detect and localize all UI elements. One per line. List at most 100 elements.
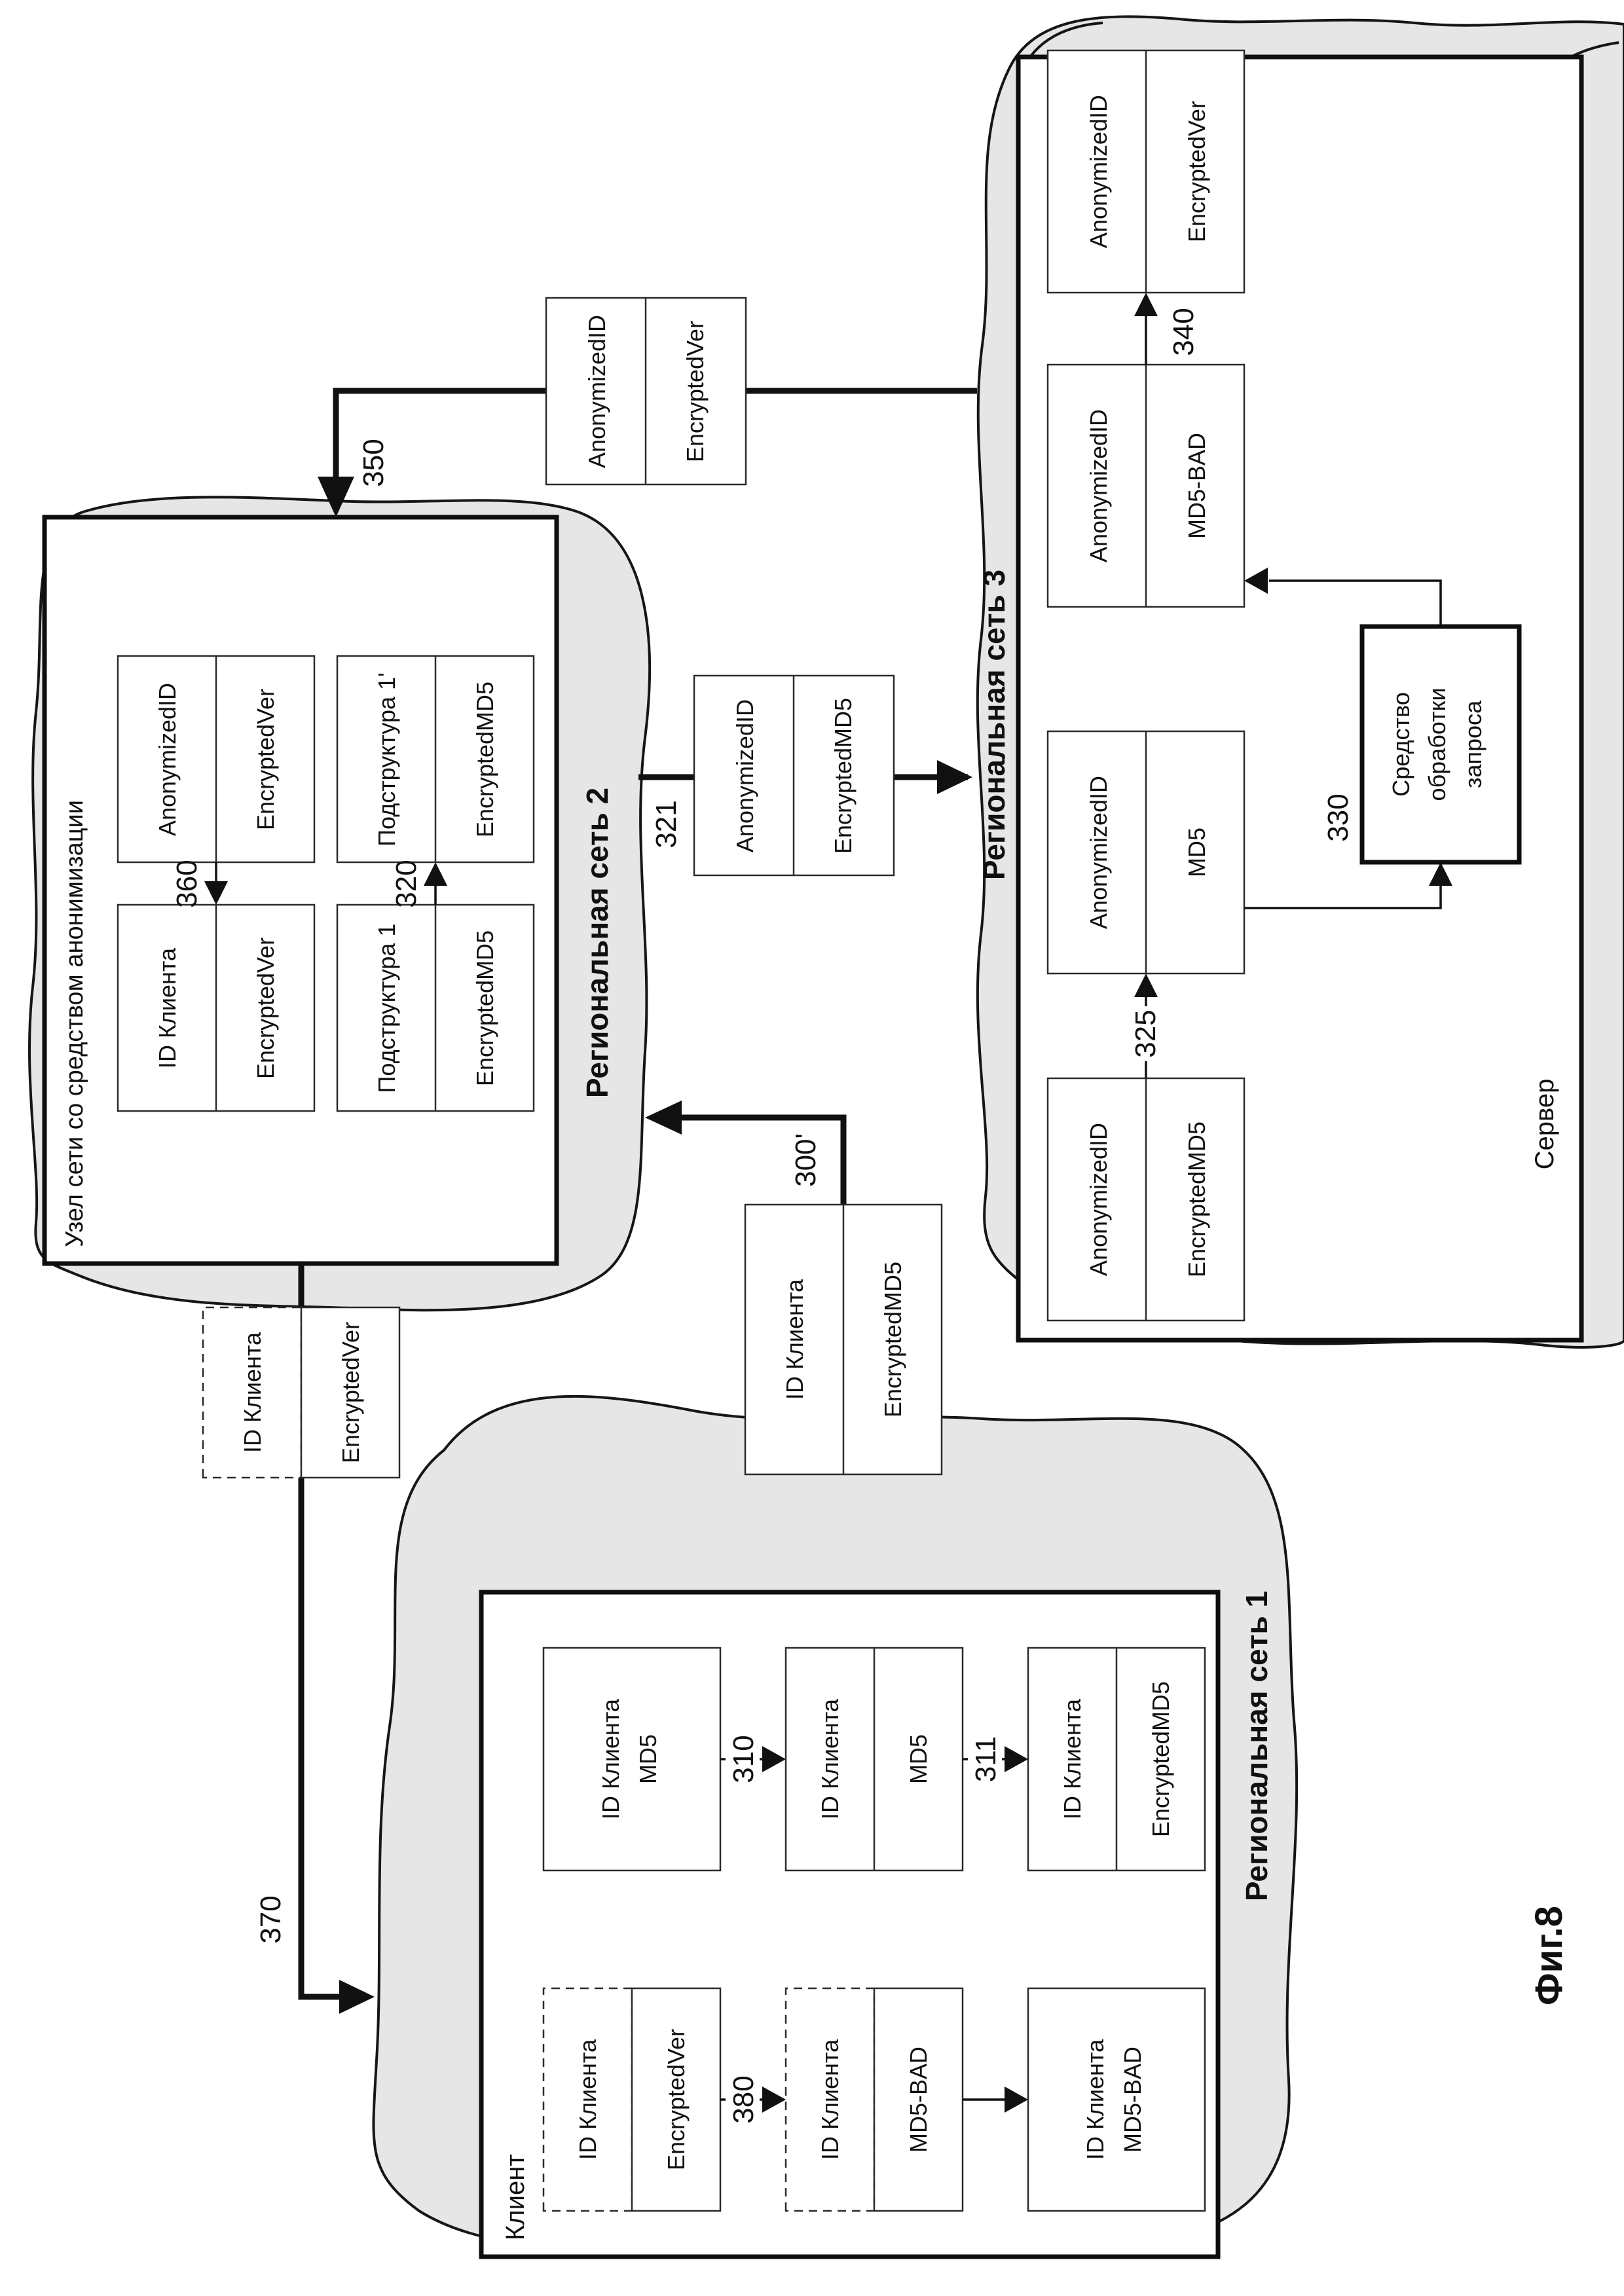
cell-label: MD5: [905, 1734, 932, 1784]
server-box-anon-md5bad: AnonymizedID MD5-BAD: [1046, 363, 1246, 608]
transfer-box-321: AnonymizedID EncryptedMD5: [693, 674, 895, 877]
cell-label: ID Клиента: [817, 2039, 843, 2160]
route-300p-arrowhead: [645, 1101, 682, 1135]
processor-out-line: [1269, 579, 1442, 627]
cell-label: ID Клиента: [597, 1698, 624, 1819]
route-321-arrowhead: [937, 760, 972, 794]
cell-label: ID Клиента: [154, 947, 181, 1068]
server-box-anon-encver: AnonymizedID EncryptedVer: [1046, 49, 1246, 294]
arrow-320-head: [424, 862, 447, 886]
node-box-sub1: Подструктура 1 EncryptedMD5: [336, 903, 535, 1112]
processor-out-head: [1244, 568, 1268, 594]
client-box-id-md5: ID Клиента MD5: [784, 1647, 964, 1872]
arrow-380-label: 380: [728, 2075, 760, 2123]
cell-label: Подструктура 1: [373, 924, 400, 1093]
cell-label: EncryptedMD5: [471, 682, 498, 837]
route-350-arrowhead: [318, 477, 354, 517]
node-title: Узел сети со средством анонимизации: [61, 800, 88, 1247]
cell-label: EncryptedMD5: [471, 930, 498, 1086]
node-box-anon-ver: AnonymizedID EncryptedVer: [117, 655, 316, 864]
cell-label: ID Клиента: [239, 1332, 266, 1453]
arrow-380-head: [762, 2086, 786, 2113]
processor-label: запроса: [1460, 700, 1486, 788]
cell-label: ID Клиента: [1082, 2039, 1109, 2160]
cell-label: MD5-BAD: [1119, 2047, 1146, 2153]
client-box-id-md5-combined: ID Клиента MD5: [542, 1647, 722, 1872]
cell-label: EncryptedVer: [252, 938, 279, 1079]
client-plain-arrow-head: [1005, 2086, 1028, 2113]
transfer-box-370: ID Клиента EncryptedVer: [202, 1306, 401, 1479]
arrow-380-chip: [726, 2071, 760, 2128]
route-300p-line: [652, 1114, 847, 1205]
cell-label: AnonymizedID: [1085, 409, 1112, 562]
anonymization-node-box: [42, 515, 559, 1266]
arrow-311-chip: [968, 1730, 1002, 1788]
cell-label: MD5: [1183, 828, 1210, 877]
client-box-id-md5bad: ID Клиента MD5-BAD: [784, 1987, 964, 2212]
label-300p: 300': [790, 1133, 822, 1187]
transfer-box-300p: ID Клиента EncryptedMD5: [744, 1203, 943, 1476]
client-title: Клиент: [501, 2154, 530, 2240]
client-box-id-encmd5: ID Клиента EncryptedMD5: [1027, 1647, 1206, 1872]
server-box-anon-encmd5: AnonymizedID EncryptedMD5: [1046, 1077, 1246, 1322]
route-350-line: [333, 388, 977, 483]
arrow-325-head: [1134, 974, 1158, 997]
network1-label: Региональная сеть 1: [1240, 1591, 1274, 1901]
arrow-311-label: 311: [970, 1736, 1002, 1782]
cell-label: EncryptedVer: [1183, 101, 1210, 242]
cell-label: MD5-BAD: [1183, 433, 1210, 539]
cell-label: AnonymizedID: [154, 683, 181, 836]
network3-label: Региональная сеть 3: [977, 570, 1011, 880]
cell-label: EncryptedVer: [337, 1322, 364, 1463]
arrow-310-head: [762, 1746, 786, 1772]
arrow-325-label: 325: [1130, 1010, 1162, 1057]
label-321: 321: [650, 800, 682, 848]
cell-label: ID Клиента: [574, 2039, 601, 2160]
cell-label: AnonymizedID: [1085, 1123, 1112, 1276]
cell-label: EncryptedMD5: [830, 698, 857, 854]
cell-label: EncryptedVer: [663, 2029, 690, 2170]
cell-label: ID Клиента: [781, 1279, 808, 1400]
cell-label: EncryptedMD5: [879, 1262, 906, 1417]
client-box-id-md5bad-combined: ID Клиента MD5-BAD: [1027, 1987, 1206, 2212]
cell-label: EncryptedVer: [252, 689, 279, 830]
node-box-client-ver: ID Клиента EncryptedVer: [117, 903, 316, 1112]
processor-label: обработки: [1424, 688, 1450, 801]
cell-label: ID Клиента: [817, 1698, 843, 1819]
arrow-311-head: [1005, 1746, 1028, 1772]
cell-label: AnonymizedID: [731, 699, 758, 852]
arrow-310-label: 310: [728, 1735, 760, 1783]
request-processor-box: Средство обработки запроса: [1359, 624, 1522, 865]
server-title: Сервер: [1530, 1079, 1559, 1170]
arrow-340-label: 340: [1168, 308, 1200, 355]
processor-in-head: [1429, 862, 1452, 886]
cell-label: AnonymizedID: [1085, 776, 1112, 929]
cell-label: Подструктура 1': [373, 672, 400, 847]
transfer-box-350: AnonymizedID EncryptedVer: [545, 297, 747, 486]
node-box-sub1-prime: Подструктура 1' EncryptedMD5: [336, 655, 535, 864]
route-370-arrowhead: [339, 1980, 375, 2014]
cell-label: ID Клиента: [1059, 1698, 1086, 1819]
processor-in-line: [1244, 886, 1442, 909]
label-350: 350: [358, 439, 390, 486]
cell-label: EncryptedMD5: [1147, 1681, 1174, 1837]
server-box-anon-md5: AnonymizedID MD5: [1046, 730, 1246, 975]
cell-label: EncryptedMD5: [1183, 1121, 1210, 1277]
cell-label: MD5-BAD: [905, 2047, 932, 2153]
processor-label: Средство: [1388, 692, 1414, 797]
figure-caption: Фиг.8: [1528, 1906, 1570, 2005]
cell-label: EncryptedVer: [682, 321, 709, 462]
arrow-310-chip: [726, 1730, 760, 1788]
network2-label: Региональная сеть 2: [580, 788, 614, 1098]
cell-label: AnonymizedID: [583, 315, 610, 468]
cell-label: AnonymizedID: [1085, 95, 1112, 248]
label-370: 370: [255, 1895, 287, 1943]
arrow-360-head: [204, 881, 228, 905]
cell-label: MD5: [635, 1734, 661, 1784]
arrow-360-label: 360: [171, 860, 203, 907]
client-box-id-encver: ID Клиента EncryptedVer: [542, 1987, 722, 2212]
arrow-320-label: 320: [390, 860, 422, 907]
